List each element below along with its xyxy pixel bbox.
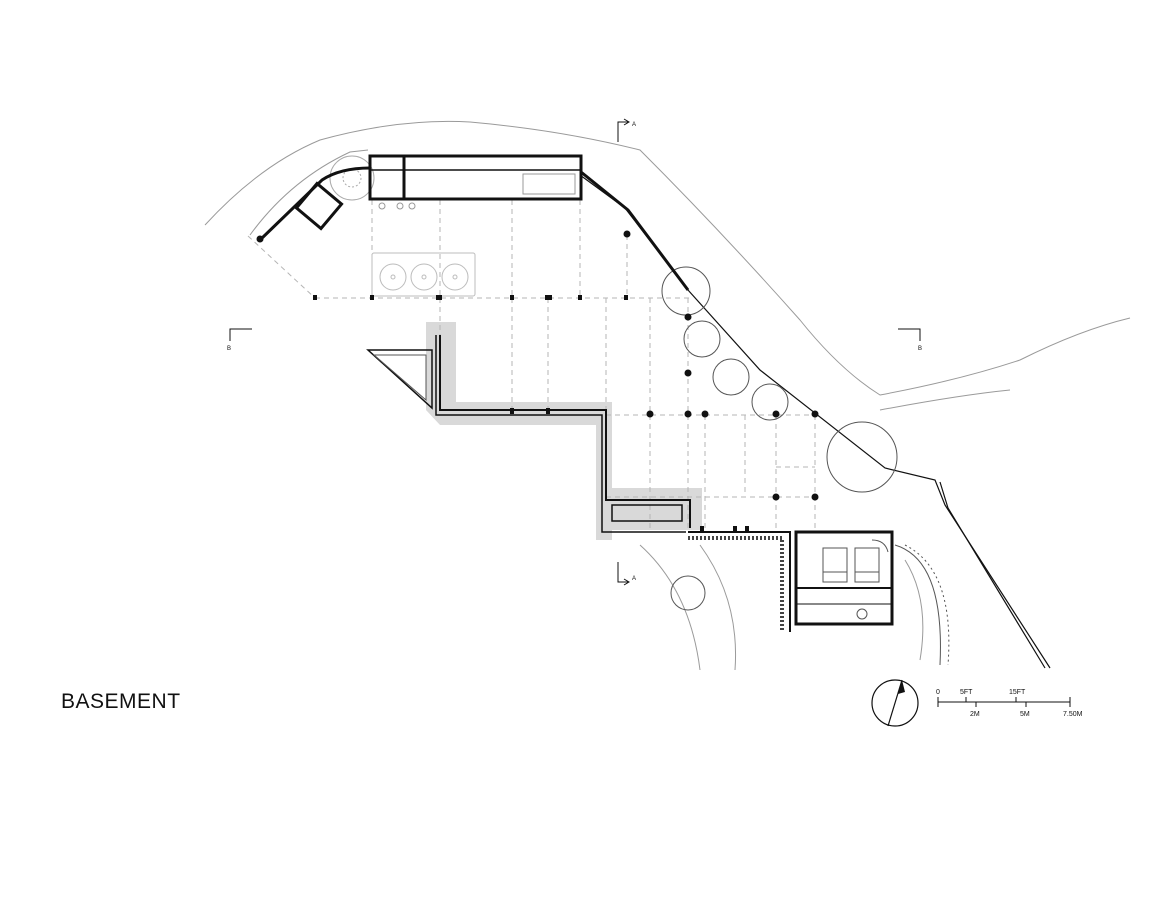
section-label-a: A: [632, 122, 636, 128]
tree-northwest-icon: [329, 155, 375, 201]
walls: [258, 154, 791, 632]
column-icon: [772, 410, 780, 418]
bed-icon: [854, 547, 880, 583]
basement-wall-inner: [435, 335, 686, 533]
column-icon: [701, 410, 709, 418]
counter-outline: [522, 173, 576, 195]
tree-icon: [661, 266, 711, 316]
retaining-wall-east: [579, 174, 1051, 669]
column-icon: [646, 410, 654, 418]
equipment-pad: [371, 252, 476, 297]
section-marker-a-top: [617, 118, 630, 142]
tree-icon: [826, 421, 898, 493]
tree-icon: [670, 575, 706, 611]
tree-icon: [712, 358, 750, 396]
scale-label: 2M: [970, 711, 980, 718]
column-icon: [811, 410, 819, 418]
contour-south-a: [639, 544, 701, 671]
column-icon: [772, 493, 780, 501]
column-icon: [623, 230, 631, 238]
south-wall: [688, 531, 791, 632]
scale-label: 5FT: [960, 689, 973, 696]
section-marker-b-right: [898, 328, 921, 341]
scale-label: 0: [936, 689, 940, 696]
tree-icon: [751, 383, 789, 421]
drawing-title: BASEMENT: [61, 690, 181, 713]
terrain-contours: [204, 120, 1131, 671]
section-label-b: B: [227, 346, 231, 352]
north-arrow-icon: [871, 679, 919, 727]
tank-2-icon: [410, 263, 438, 291]
column-icon: [684, 369, 692, 377]
retaining-wall-east-inner: [939, 481, 1046, 669]
hidden-structure-lines: [247, 199, 816, 530]
scale-label: 5M: [1020, 711, 1030, 718]
site-walls: [579, 174, 1051, 669]
contour-upper: [204, 120, 1131, 396]
tree-icon: [683, 320, 721, 358]
column-icon: [811, 493, 819, 501]
existing-trees: [661, 266, 898, 611]
toilet-icon: [856, 608, 868, 620]
northwest-curved-wall: [258, 166, 371, 242]
column-icon: [256, 235, 264, 243]
contour-south-c: [904, 559, 924, 661]
column-icon: [684, 313, 692, 321]
bunk-room: [794, 530, 950, 666]
north-volume: [368, 154, 583, 201]
section-label-a: A: [632, 576, 636, 582]
scale-bar: [937, 697, 1071, 707]
angled-box: [294, 181, 344, 231]
northeast-wall: [580, 170, 690, 291]
section-label-b: B: [918, 346, 922, 352]
contour-right: [879, 389, 1011, 411]
basement-wall-west: [439, 335, 691, 528]
planter-slot: [611, 504, 683, 522]
columns: [256, 230, 819, 531]
section-marker-a-bottom: [617, 562, 630, 586]
contour-south-b: [699, 544, 737, 671]
equipment-outlines: [329, 155, 576, 297]
south-wall-hatch: [688, 536, 784, 632]
section-marker-b-left: [229, 328, 252, 341]
tank-3-icon: [441, 263, 469, 291]
scale-label: 15FT: [1009, 689, 1026, 696]
curved-stair: [894, 544, 941, 666]
column-icon: [684, 410, 692, 418]
triangle-planter: [366, 349, 433, 410]
bed-icon: [822, 547, 848, 583]
foundation-wall-zone: [426, 322, 702, 540]
tank-1-icon: [379, 263, 407, 291]
contour-lower: [249, 149, 369, 236]
scale-label: 7.50M: [1063, 711, 1083, 718]
